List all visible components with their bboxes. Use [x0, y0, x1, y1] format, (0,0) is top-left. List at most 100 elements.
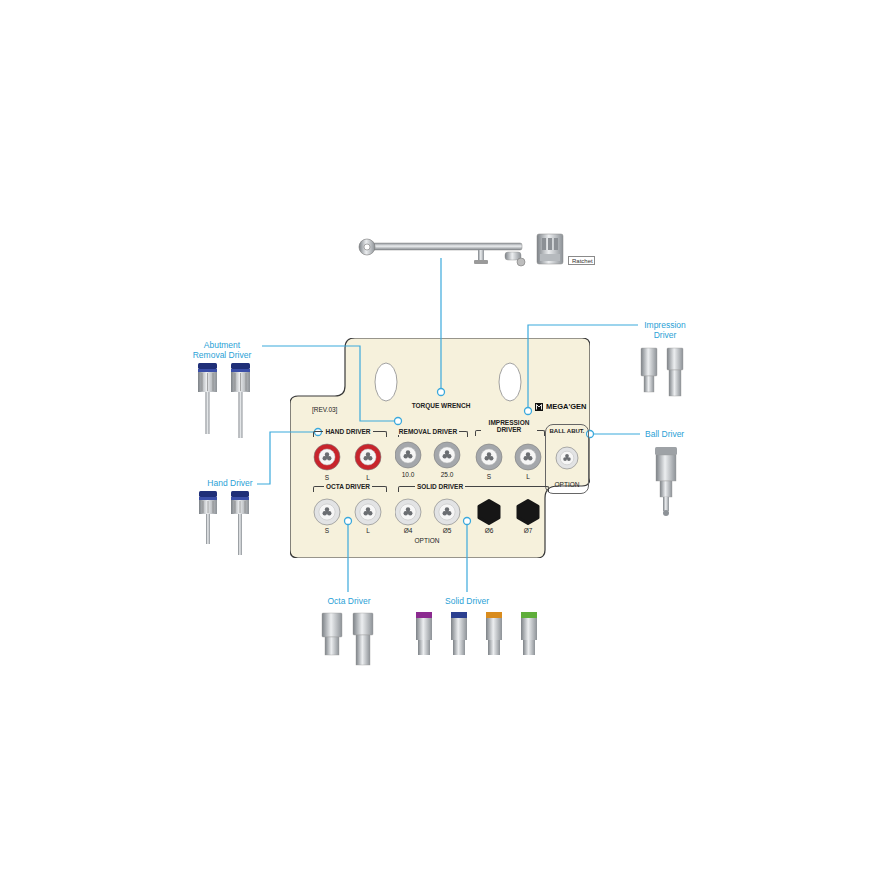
octa-driver	[356, 635, 370, 665]
leader-line	[257, 258, 640, 592]
driver-socket	[476, 444, 502, 470]
tray-outline	[290, 338, 590, 558]
impression-driver	[644, 376, 654, 392]
torque-wrench	[359, 239, 375, 255]
leader-line	[347, 525, 348, 593]
abutment-removal-driver	[198, 369, 217, 372]
driver-socket	[355, 444, 381, 470]
octa-driver	[322, 613, 342, 637]
ball-driver	[655, 447, 677, 455]
hand-driver	[199, 500, 217, 514]
abutment-removal-driver	[231, 372, 250, 392]
ratchet-part	[548, 238, 552, 250]
driver-group: REMOVAL DRIVER10.025.0	[395, 426, 471, 482]
driver-group: OCTA DRIVERSL	[310, 481, 390, 541]
abutment-removal-driver	[202, 373, 213, 391]
solid-driver	[416, 618, 432, 640]
node-heading: OCTA DRIVER	[324, 483, 372, 490]
impression-driver	[667, 348, 683, 370]
node-label: Ø7	[524, 527, 533, 534]
abutment-removal-driver	[235, 373, 246, 391]
impression-driver	[641, 348, 683, 396]
octa-driver	[322, 613, 373, 665]
driver-socket	[434, 499, 460, 525]
hand-driver	[238, 514, 242, 555]
torque-wrench	[474, 260, 488, 264]
ball-driver	[663, 497, 669, 511]
octa-driver	[325, 637, 339, 655]
hand-driver	[199, 497, 217, 500]
solid-driver	[416, 612, 537, 655]
leader-dot	[395, 418, 402, 425]
ball-driver	[663, 510, 669, 516]
node-label: Ø4	[404, 527, 413, 534]
node-label: 10.0	[402, 471, 415, 478]
node-label: OPTION	[555, 481, 580, 488]
hand-driver	[231, 500, 249, 514]
node-heading: BALL ABUT.	[549, 428, 586, 435]
leader-line	[466, 525, 467, 593]
driver-socket	[560, 451, 574, 465]
driver-socket	[479, 501, 499, 524]
node-label: S	[325, 474, 329, 481]
part-tag: Ratchet	[568, 256, 595, 265]
node-heading: SOLID DRIVER	[415, 483, 465, 490]
node-label: Ø6	[485, 527, 494, 534]
leader-line	[440, 258, 441, 389]
solid-driver	[523, 640, 535, 655]
leader-dot	[525, 408, 532, 415]
driver-socket	[366, 455, 369, 458]
driver-group: SOLID DRIVERØ4Ø5Ø6Ø7OPTION	[395, 481, 552, 547]
driver-socket	[319, 504, 335, 520]
leader-dot	[315, 429, 322, 436]
hand-driver	[203, 501, 213, 513]
impression-driver	[669, 370, 681, 396]
node-label: L	[526, 473, 530, 480]
driver-socket	[406, 510, 409, 513]
abutment-removal-driver	[198, 372, 217, 392]
leader-dot	[438, 389, 445, 396]
torque-wrench	[359, 239, 525, 266]
node-heading: Ratchet	[572, 258, 593, 265]
driver-socket	[395, 499, 421, 525]
ball-driver	[656, 455, 676, 481]
torque-wrench	[372, 243, 522, 250]
hand-driver	[199, 491, 249, 555]
callout-label: Solid Driver	[445, 596, 489, 606]
hand-driver	[235, 501, 245, 513]
driver-socket	[439, 447, 455, 463]
abutment-removal-driver	[231, 369, 250, 372]
solid-driver	[486, 618, 502, 640]
solid-driver	[521, 612, 537, 618]
ball-driver	[655, 447, 677, 516]
ratchet-part	[537, 234, 563, 264]
driver-socket	[355, 499, 381, 525]
node-label: MEGA'GEN	[546, 403, 587, 412]
node-heading: REMOVAL DRIVER	[397, 428, 459, 435]
driver-socket	[520, 449, 536, 465]
node-heading: IMPRESSION DRIVER	[481, 419, 537, 434]
torque-wrench	[517, 258, 525, 266]
leader-dot	[464, 518, 471, 525]
instrument-tray: TORQUE WRENCH[REV.03]MEGA'GENHAND DRIVER…	[290, 338, 590, 558]
driver-socket	[556, 447, 578, 469]
solid-driver	[488, 640, 500, 655]
driver-socket	[400, 447, 416, 463]
driver-socket	[366, 510, 369, 513]
leader-dot	[587, 431, 594, 438]
torque-wrench	[364, 244, 370, 250]
tray-outline	[537, 405, 542, 410]
solid-driver	[416, 612, 432, 618]
impression-driver	[641, 348, 657, 376]
node-heading: HAND DRIVER	[323, 428, 372, 435]
solid-driver	[451, 618, 467, 640]
node-label: L	[366, 527, 370, 534]
driver-socket	[395, 442, 421, 468]
hand-driver	[231, 491, 249, 497]
driver-socket	[325, 510, 328, 513]
driver-socket	[434, 442, 460, 468]
driver-socket	[515, 444, 541, 470]
node-heading: TORQUE WRENCH	[412, 402, 471, 409]
driver-socket	[319, 449, 335, 465]
